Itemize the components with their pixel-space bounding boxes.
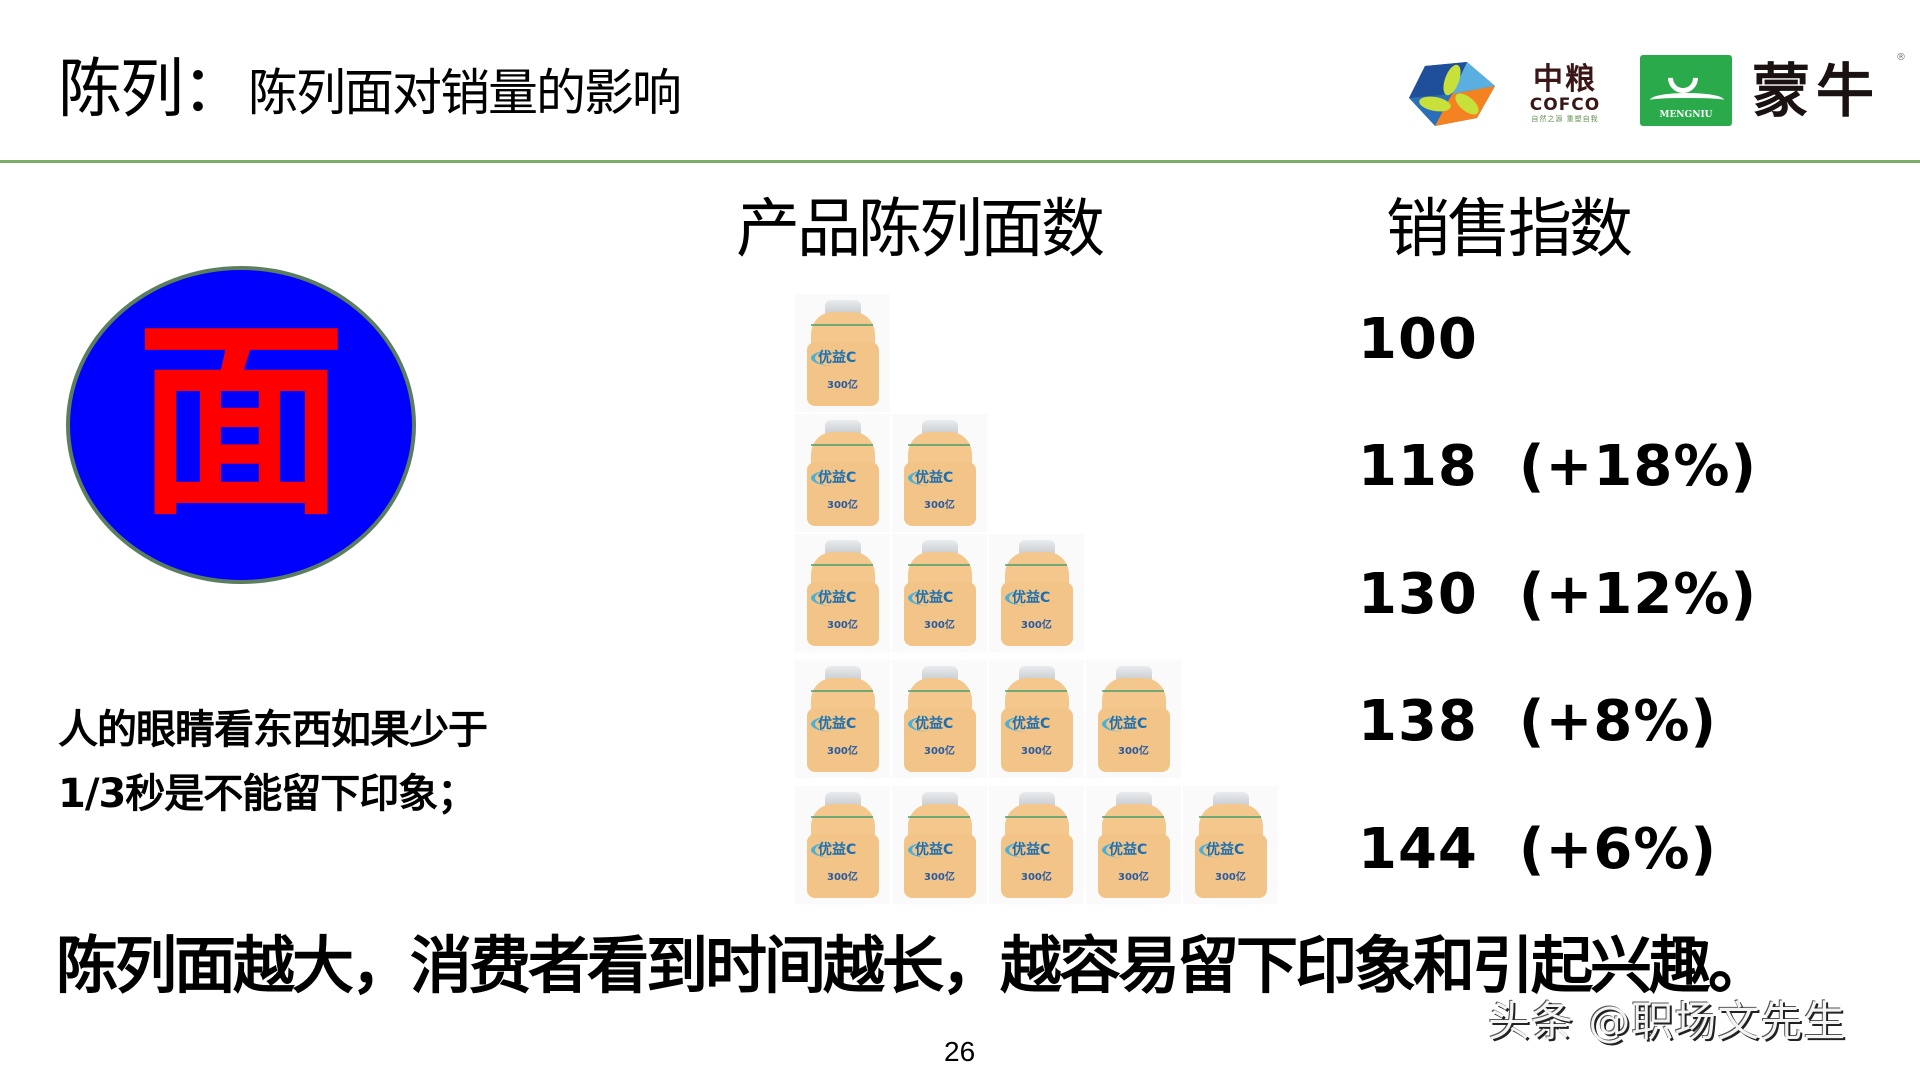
product-bottle-image: 优益C 300亿 xyxy=(1183,786,1278,904)
bottle-icon: 优益C 300亿 xyxy=(1096,792,1172,900)
bottle-label: 300亿 xyxy=(1021,746,1052,757)
bottle-icon: 优益C 300亿 xyxy=(902,420,978,528)
bottle-brand: 优益C xyxy=(1005,716,1050,732)
cofco-logo-icon xyxy=(1405,60,1499,128)
bottle-icon: 优益C 300亿 xyxy=(805,420,881,528)
product-bottle-image: 优益C 300亿 xyxy=(795,660,890,778)
bottle-icon: 优益C 300亿 xyxy=(805,792,881,900)
product-bottle-image: 优益C 300亿 xyxy=(989,660,1084,778)
mengniu-box-text: MENGNIU xyxy=(1659,110,1713,120)
header-divider xyxy=(0,160,1920,163)
slide-subtitle: 陈列面对销量的影响 xyxy=(248,64,682,122)
product-bottle-image: 优益C 300亿 xyxy=(892,660,987,778)
bottle-label: 300亿 xyxy=(924,620,955,631)
bottle-label: 300亿 xyxy=(1021,620,1052,631)
bottle-label: 300亿 xyxy=(924,500,955,511)
bottle-label: 300亿 xyxy=(827,500,858,511)
sales-value-4: 138 (+8%) xyxy=(1358,689,1718,754)
product-bottle-image: 优益C 300亿 xyxy=(989,786,1084,904)
bottle-brand: 优益C xyxy=(908,470,953,486)
bottle-brand: 优益C xyxy=(908,716,953,732)
bottle-icon: 优益C 300亿 xyxy=(805,540,881,648)
sales-value-1: 100 xyxy=(1358,307,1478,372)
bottle-brand: 优益C xyxy=(908,590,953,606)
product-bottle-image: 优益C 300亿 xyxy=(1086,786,1181,904)
bottle-icon: 优益C 300亿 xyxy=(902,666,978,774)
bottle-icon: 优益C 300亿 xyxy=(1193,792,1269,900)
page-number: 26 xyxy=(944,1036,976,1067)
header-sales-index: 销售指数 xyxy=(1386,193,1633,267)
bottle-icon: 优益C 300亿 xyxy=(1096,666,1172,774)
product-bottle-image: 优益C 300亿 xyxy=(1086,660,1181,778)
cofco-en: COFCO xyxy=(1529,95,1601,115)
product-bottle-image: 优益C 300亿 xyxy=(892,534,987,652)
mengniu-wordmark: 蒙牛 xyxy=(1752,57,1881,125)
bottle-label: 300亿 xyxy=(924,872,955,883)
header-facings: 产品陈列面数 xyxy=(736,193,1105,267)
bottle-icon: 优益C 300亿 xyxy=(805,300,881,408)
wave-icon xyxy=(1650,93,1724,107)
conclusion-text: 陈列面越大，消费者看到时间越长，越容易留下印象和引起兴趣。 xyxy=(56,929,1770,1002)
cofco-tagline: 自然之源 重塑自我 xyxy=(1531,115,1599,123)
bottle-icon: 优益C 300亿 xyxy=(999,666,1075,774)
bottle-brand: 优益C xyxy=(1102,716,1147,732)
product-bottle-image: 优益C 300亿 xyxy=(795,534,890,652)
eye-note-line2: 1/3秒是不能留下印象； xyxy=(58,771,477,817)
bottle-label: 300亿 xyxy=(827,620,858,631)
bottle-brand: 优益C xyxy=(811,470,856,486)
bottle-brand: 优益C xyxy=(1199,842,1244,858)
bottle-label: 300亿 xyxy=(1215,872,1246,883)
bottle-label: 300亿 xyxy=(1021,872,1052,883)
product-bottle-image: 优益C 300亿 xyxy=(989,534,1084,652)
shelf-row-5: 优益C 300亿 优益C 300亿 优益C 300亿 优益 xyxy=(795,786,1278,904)
eye-note: 人的眼睛看东西如果少于 1/3秒是不能留下印象； xyxy=(58,698,488,826)
bottle-brand: 优益C xyxy=(1102,842,1147,858)
product-bottle-image: 优益C 300亿 xyxy=(795,414,890,532)
bottle-label: 300亿 xyxy=(1118,746,1149,757)
bottle-label: 300亿 xyxy=(827,746,858,757)
bottle-brand: 优益C xyxy=(811,350,856,366)
emblem-char: 面 xyxy=(135,299,346,544)
bottle-label: 300亿 xyxy=(924,746,955,757)
emblem-circle: 面 xyxy=(66,266,416,584)
shelf-row-1: 优益C 300亿 xyxy=(795,294,890,412)
bottle-icon: 优益C 300亿 xyxy=(999,540,1075,648)
eye-note-line1: 人的眼睛看东西如果少于 xyxy=(58,707,488,753)
bottle-icon: 优益C 300亿 xyxy=(902,792,978,900)
product-bottle-image: 优益C 300亿 xyxy=(892,786,987,904)
shelf-row-3: 优益C 300亿 优益C 300亿 优益C 300亿 xyxy=(795,534,1084,652)
cofco-wordmark: 中粮 COFCO 自然之源 重塑自我 xyxy=(1515,64,1615,124)
product-bottle-image: 优益C 300亿 xyxy=(795,294,890,412)
cofco-cn: 中粮 xyxy=(1533,62,1597,97)
product-bottle-image: 优益C 300亿 xyxy=(892,414,987,532)
bottle-icon: 优益C 300亿 xyxy=(805,666,881,774)
bottle-label: 300亿 xyxy=(1118,872,1149,883)
mengniu-logo-icon: MENGNIU xyxy=(1640,55,1732,126)
bottle-brand: 优益C xyxy=(908,842,953,858)
bottle-brand: 优益C xyxy=(811,590,856,606)
sales-value-2: 118 (+18%) xyxy=(1358,434,1758,499)
bottle-icon: 优益C 300亿 xyxy=(999,792,1075,900)
bottle-brand: 优益C xyxy=(1005,590,1050,606)
shelf-row-4: 优益C 300亿 优益C 300亿 优益C 300亿 优益 xyxy=(795,660,1181,778)
bottle-brand: 优益C xyxy=(1005,842,1050,858)
sales-value-3: 130 (+12%) xyxy=(1358,562,1758,627)
bottle-brand: 优益C xyxy=(811,716,856,732)
watermark: 头条 @职场文先生 xyxy=(1488,997,1847,1046)
bottle-label: 300亿 xyxy=(827,872,858,883)
bottle-icon: 优益C 300亿 xyxy=(902,540,978,648)
bottle-label: 300亿 xyxy=(827,380,858,391)
sales-value-5: 144 (+6%) xyxy=(1358,817,1718,882)
registered-mark: ® xyxy=(1896,52,1906,63)
product-bottle-image: 优益C 300亿 xyxy=(795,786,890,904)
bottle-brand: 优益C xyxy=(811,842,856,858)
shelf-row-2: 优益C 300亿 优益C 300亿 xyxy=(795,414,987,532)
slide-title: 陈列： xyxy=(58,53,246,127)
